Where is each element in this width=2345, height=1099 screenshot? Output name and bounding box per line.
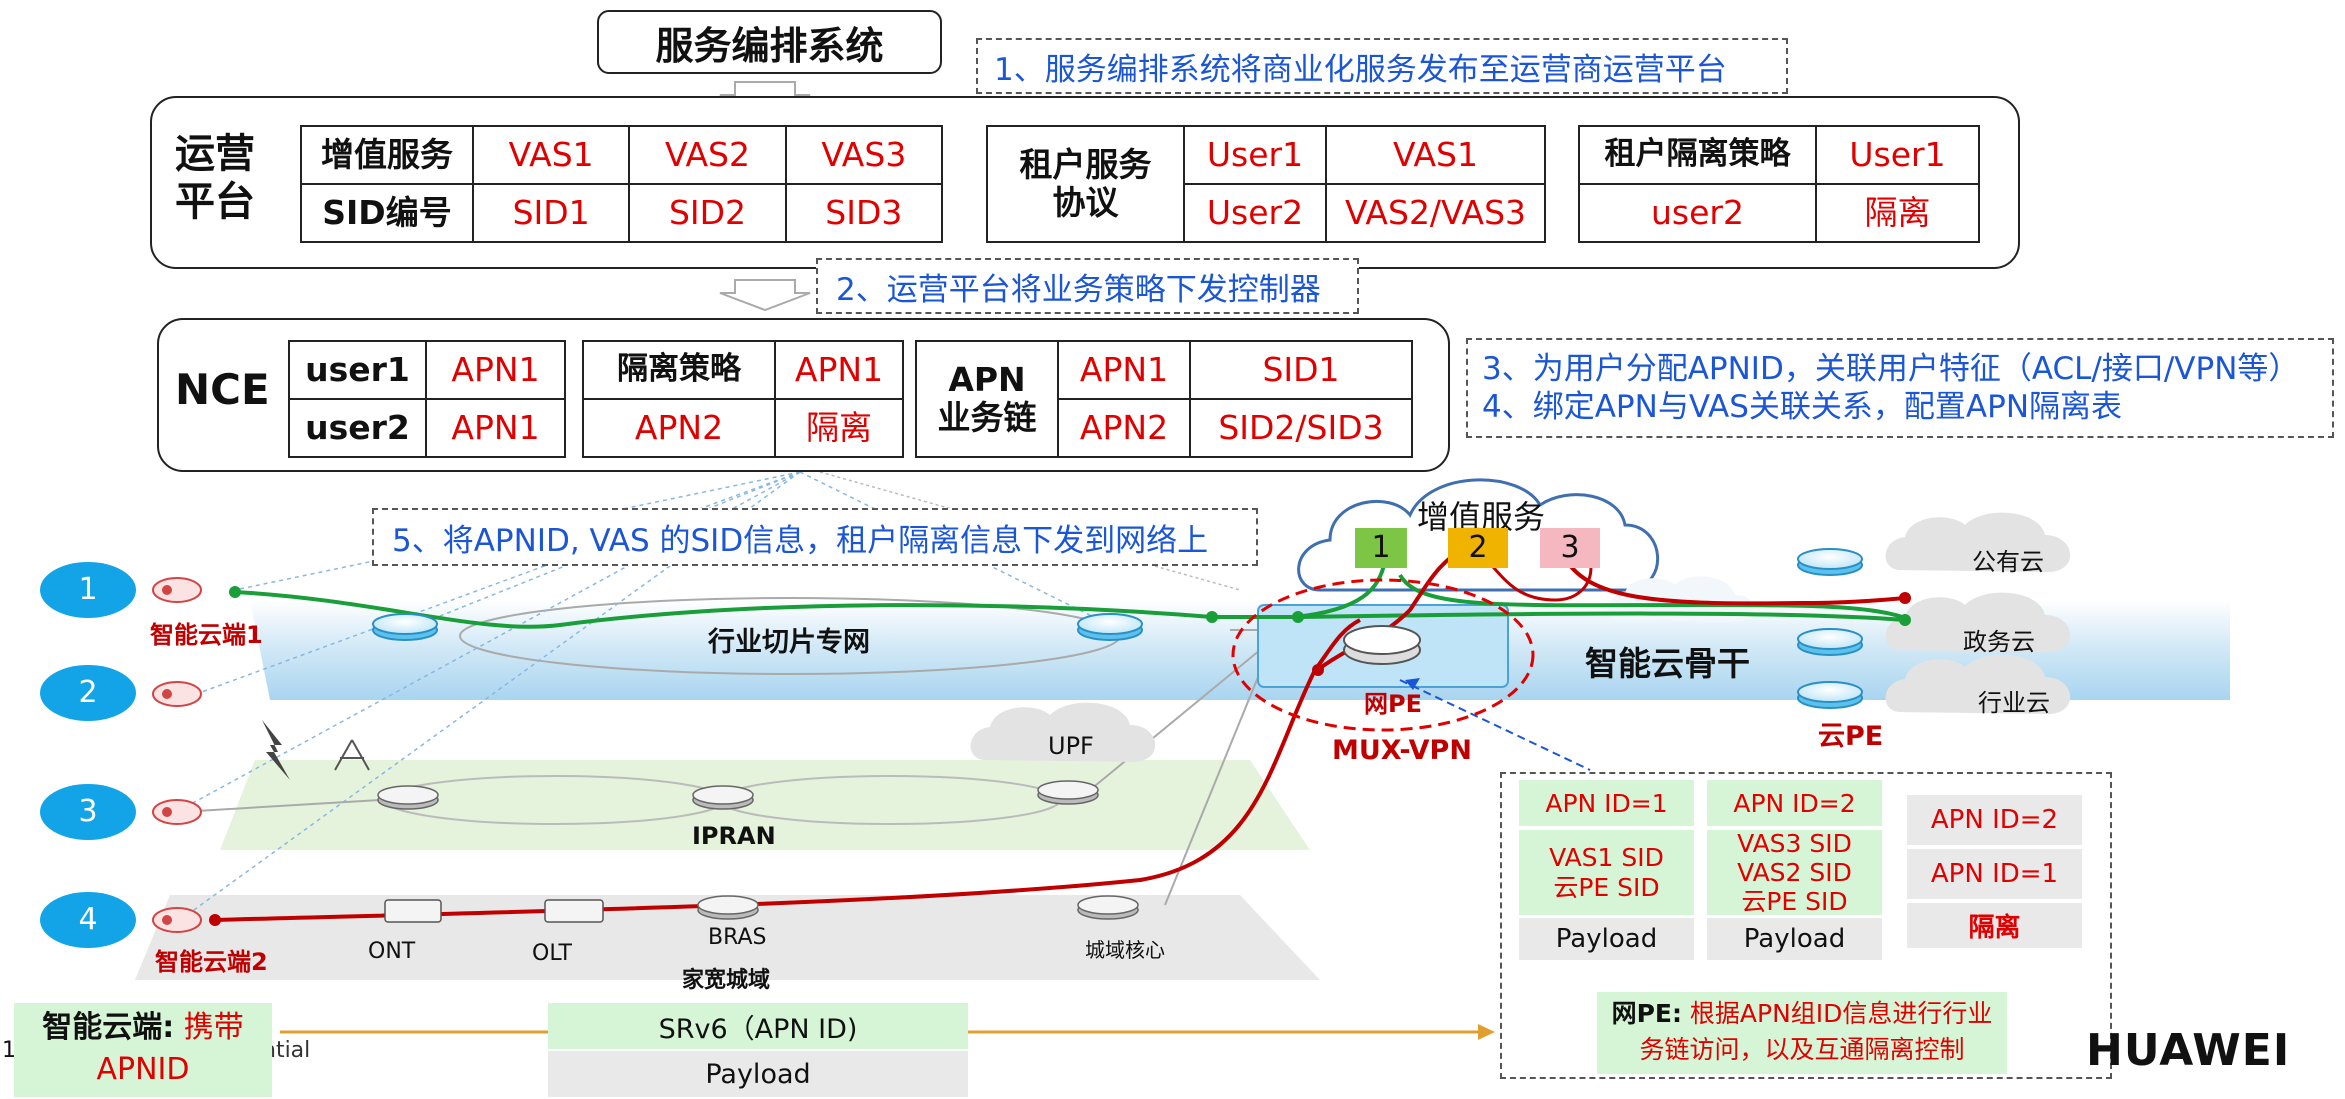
pkt1-sid: VAS1 SID 云PE SID	[1519, 830, 1694, 915]
sid-cell: SID2	[628, 183, 787, 243]
step-1-text: 1、服务编排系统将商业化服务发布至运营商运营平台	[994, 51, 1727, 88]
step-3-4-box: 3、为用户分配APNID，关联用户特征（ACL/接口/VPN等） 4、绑定APN…	[1466, 338, 2334, 438]
vas-cell: VAS3	[784, 125, 944, 185]
vas-num-2: 2	[1448, 528, 1508, 568]
slice-net-label: 行业切片专网	[708, 627, 870, 658]
sid-cell: SID3	[784, 183, 944, 243]
cloud-endpoint-2: 智能云端2	[155, 948, 268, 976]
sid-cell: SID1	[471, 183, 631, 243]
step-4-text: 4、绑定APN与VAS关联关系，配置APN隔离表	[1482, 389, 2123, 425]
vas-cell: VAS2	[628, 125, 787, 185]
endpoint-devices	[152, 577, 202, 933]
net-pe-label: 网PE	[1364, 690, 1422, 718]
nce-user-table: user1 APN1 user2 APN1	[288, 340, 566, 458]
upf-label: UPF	[1048, 732, 1094, 760]
net-pe-desc-bold: 网PE:	[1611, 999, 1682, 1028]
pkt1-apn: APN ID=1	[1519, 780, 1694, 826]
tenant-vas: VAS1	[1325, 125, 1546, 185]
nce-label: NCE	[175, 365, 270, 414]
nce-isolation-apn: APN2	[582, 398, 776, 458]
nce-chain-apn: APN1	[1057, 340, 1191, 400]
routers	[372, 548, 1863, 920]
tenant-user: User2	[1183, 183, 1327, 243]
isolation-policy-header: 租户隔离策略	[1578, 125, 1817, 185]
pkt1-payload: Payload	[1519, 918, 1694, 960]
endpoint-note: 智能云端: 携带APNID	[14, 1003, 272, 1097]
ont-label: ONT	[368, 939, 416, 964]
nce-user: user2	[288, 398, 427, 458]
nce-chain-sid: SID2/SID3	[1189, 398, 1413, 458]
srv6-header: SRv6（APN ID)	[548, 1003, 968, 1049]
step-2-box: 2、运营平台将业务策略下发控制器	[816, 258, 1359, 314]
metro-core-label: 城域核心	[1085, 938, 1165, 962]
srv6-payload: Payload	[548, 1051, 968, 1097]
mux-vpn-ellipse	[1231, 578, 1535, 732]
footer-number: 1	[2, 1038, 16, 1063]
nce-chain-apn: APN2	[1057, 398, 1191, 458]
nce-chain-header: APN 业务链	[915, 340, 1059, 458]
step-1-box: 1、服务编排系统将商业化服务发布至运营商运营平台	[976, 38, 1788, 94]
circle-3: 3	[40, 784, 136, 840]
nce-chain-sid: SID1	[1189, 340, 1413, 400]
system-title-box: 服务编排系统	[597, 10, 942, 74]
industry-cloud-label: 行业云	[1978, 689, 2050, 717]
vas-table: 增值服务 VAS1 VAS2 VAS3 SID编号 SID1 SID2 SID3	[300, 125, 944, 243]
nce-isolation-table: 隔离策略 APN1 APN2 隔离	[582, 340, 904, 458]
tenant-vas: VAS2/VAS3	[1325, 183, 1546, 243]
iso-value: 隔离	[1907, 903, 2082, 948]
vas-cell: VAS1	[471, 125, 631, 185]
step-5-text: 5、将APNID, VAS 的SID信息，租户隔离信息下发到网络上	[392, 522, 1209, 559]
cloud-pe-label: 云PE	[1818, 721, 1884, 752]
step-2-text: 2、运营平台将业务策略下发控制器	[836, 271, 1321, 308]
step-3-text: 3、为用户分配APNID，关联用户特征（ACL/接口/VPN等）	[1482, 351, 2300, 387]
isolation-user: user2	[1578, 183, 1817, 243]
mux-vpn-label: MUX-VPN	[1332, 735, 1472, 766]
system-title: 服务编排系统	[655, 23, 884, 68]
ops-platform-label: 运营 平台	[175, 131, 255, 225]
bras-label: BRAS	[708, 925, 767, 950]
nce-isolation-value: 隔离	[774, 398, 904, 458]
net-pe-desc: 根据APN组ID信息进行行业务链访问，以及互通隔离控制	[1639, 999, 1993, 1064]
isolation-value: 隔离	[1815, 183, 1980, 243]
backbone-label: 智能云骨干	[1585, 644, 1750, 683]
nce-apn: APN1	[425, 398, 566, 458]
backbone-band	[250, 600, 2230, 700]
public-cloud-label: 公有云	[1972, 548, 2044, 576]
nce-isolation-header: 隔离策略	[582, 340, 776, 400]
olt-label: OLT	[532, 941, 572, 966]
home-metro-label: 家宽城域	[682, 968, 771, 993]
iso-apn-1: APN ID=1	[1907, 849, 2082, 899]
circle-2: 2	[40, 665, 136, 721]
tenant-service-table: 租户服务 协议 User1 VAS1 User2 VAS2/VAS3	[986, 125, 1546, 243]
nce-isolation-apn: APN1	[774, 340, 904, 400]
nce-chain-table: APN 业务链 APN1 SID1 APN2 SID2/SID3	[915, 340, 1413, 458]
ipran-plane	[220, 760, 1310, 850]
circle-4: 4	[40, 892, 136, 948]
huawei-logo-text: HUAWEI	[2086, 1025, 2291, 1076]
net-pe-desc-box: 网PE: 根据APN组ID信息进行行业务链访问，以及互通隔离控制	[1597, 992, 2007, 1074]
nce-user: user1	[288, 340, 427, 400]
pkt2-payload: Payload	[1707, 918, 1882, 960]
iso-apn-2: APN ID=2	[1907, 795, 2082, 845]
tenant-user: User1	[1183, 125, 1327, 185]
pkt2-apn: APN ID=2	[1707, 780, 1882, 826]
vas-num-3: 3	[1540, 528, 1600, 568]
cloud-endpoint-1: 智能云端1	[150, 621, 263, 649]
nce-apn: APN1	[425, 340, 566, 400]
pkt2-sid: VAS3 SID VAS2 SID 云PE SID	[1707, 829, 1882, 916]
tenant-service-header: 租户服务 协议	[986, 125, 1185, 243]
ipran-label: IPRAN	[692, 822, 776, 850]
sid-header: SID编号	[300, 183, 474, 243]
vas-num-1: 1	[1355, 528, 1407, 568]
tenant-isolation-table: 租户隔离策略 User1 user2 隔离	[1578, 125, 1980, 243]
gov-cloud-label: 政务云	[1963, 628, 2035, 656]
step-5-box: 5、将APNID, VAS 的SID信息，租户隔离信息下发到网络上	[372, 508, 1258, 566]
circle-1: 1	[40, 562, 136, 618]
vas-header: 增值服务	[300, 125, 474, 185]
isolation-user: User1	[1815, 125, 1980, 185]
